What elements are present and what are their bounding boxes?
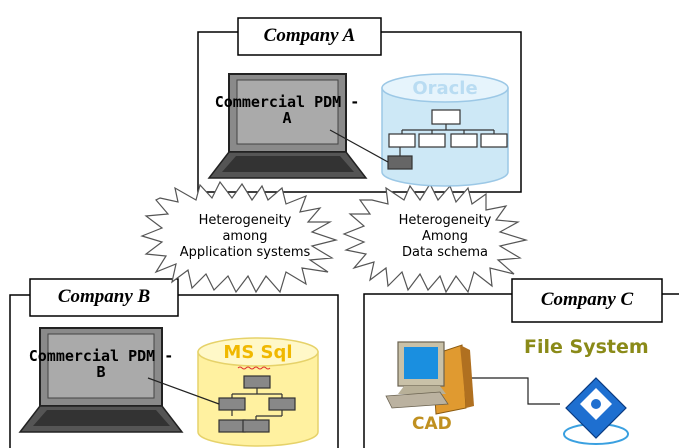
connector-a xyxy=(329,129,389,163)
mssql-schema-tree xyxy=(218,375,296,433)
oracle-schema-tree xyxy=(387,109,508,170)
company-a-title: Company A xyxy=(263,25,356,46)
laptop-a xyxy=(207,73,368,179)
heterogeneity-left-text: Heterogeneity among Application systems xyxy=(150,213,340,261)
connector-c xyxy=(462,377,560,405)
company-b-title: Company B xyxy=(57,286,151,307)
cad-computer-icon xyxy=(385,341,474,415)
starburst-right xyxy=(342,182,529,294)
laptop-b xyxy=(18,327,184,433)
het-left-line1: Heterogeneity xyxy=(198,213,292,228)
het-left-line2: among xyxy=(222,229,268,244)
het-left-line3: Application systems xyxy=(179,245,311,260)
company-a-title-box xyxy=(237,17,382,56)
heterogeneity-right-text: Heterogeneity Among Data schema xyxy=(360,213,530,261)
floppy-disk-icon xyxy=(563,377,629,445)
cad-label: CAD xyxy=(412,414,452,434)
spellcheck-underline xyxy=(237,366,271,370)
pdm-b-label: Commercial PDM - B xyxy=(28,347,174,381)
het-right-line2: Among xyxy=(421,229,468,244)
het-right-line1: Heterogeneity xyxy=(398,213,492,228)
het-right-line3: Data schema xyxy=(402,245,488,260)
starburst-left xyxy=(140,180,339,294)
company-b-title-box xyxy=(29,278,179,317)
connector-b xyxy=(147,377,220,405)
company-c-title-box xyxy=(511,278,663,323)
pdm-a-label: Commercial PDM - A xyxy=(214,93,360,127)
file-system-label: File System xyxy=(524,336,649,358)
oracle-label: Oracle xyxy=(412,78,478,99)
company-c-title: Company C xyxy=(540,289,634,310)
mssql-label: MS Sql xyxy=(223,342,293,363)
